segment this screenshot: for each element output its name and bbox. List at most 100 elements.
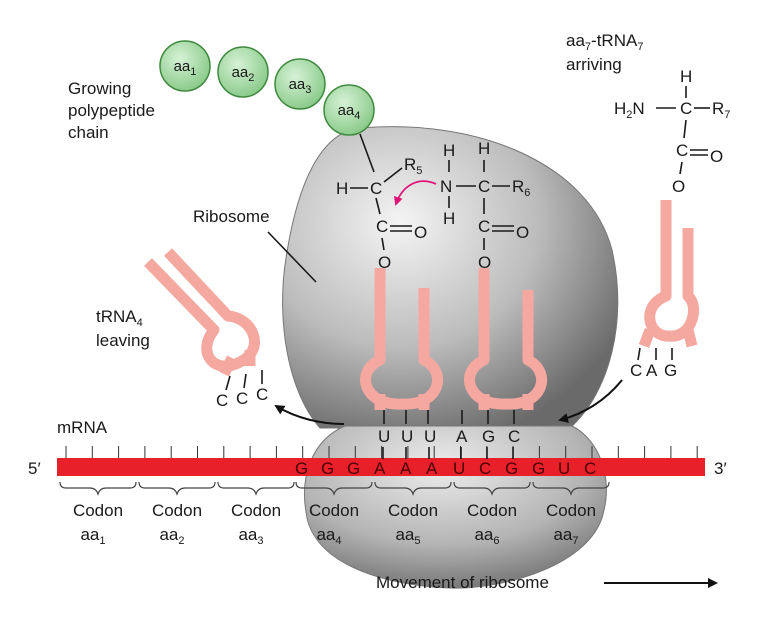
arriving-anticodon: C A G [630,347,677,380]
mrna-base: G [295,459,308,478]
growing-chain-label-1: Growing [68,79,131,98]
peptide-bond-arrow [393,180,437,206]
svg-text:R5: R5 [404,155,422,177]
svg-text:C: C [478,177,490,196]
amino-acid-label: aa3 [289,76,312,96]
anticodon-bonds [383,410,515,424]
svg-text:H: H [336,179,348,198]
svg-text:O: O [672,177,685,196]
codon-label: Codon [546,501,596,520]
codon-aa-label: aa1 [80,525,105,547]
trna-leaving-label-2: leaving [96,331,150,350]
codon-label: Codon [73,501,123,520]
codon-aa-label: aa3 [238,525,263,547]
codon-label: Codon [152,501,202,520]
p-site-anticodon-base: U [401,427,413,446]
five-prime-label: 5′ [28,459,41,478]
ribosome-label: Ribosome [193,207,270,226]
codon-aa-label: aa2 [159,525,184,547]
aa5-structure: H C R5 C O O [336,133,427,272]
svg-text:H: H [478,139,490,158]
trna-leaving [144,248,260,377]
codon-label: Codon [388,501,438,520]
ribosome-large-subunit [282,126,619,429]
mrna-base: A [426,459,438,478]
codon-anticodon-pairs [382,447,514,459]
movement-label: Movement of ribosome [376,573,549,592]
codon-label: Codon [467,501,517,520]
codon-label: Codon [309,501,359,520]
svg-text:H: H [680,67,692,86]
svg-text:H: H [443,141,455,160]
codon-aa-label: aa6 [474,525,499,547]
arriving-anticodon-base: C [630,361,642,380]
mrna-base: A [374,459,386,478]
aa6-structure: H N H C H R6 C O O [440,139,530,272]
leaving-direction-arrow [274,404,345,425]
mrna-base: C [584,459,596,478]
mrna-bases: G G G A A A U C G G U C [295,459,596,478]
leaving-anticodon-base: C [256,385,268,404]
codon-aa-label: aa4 [316,525,341,547]
amino-acid-label: aa2 [232,64,255,84]
arriving-direction-arrow [558,379,623,423]
anticodon-bases: U U U A G C [378,427,520,446]
amino-acid-bead [323,84,375,136]
trna-leaving-label-1: tRNA4 [96,307,143,329]
codon-braces [59,481,610,496]
mrna-base: U [558,459,570,478]
trna-a-site [464,268,548,410]
svg-text:R7: R7 [712,99,730,121]
mrna-base: G [532,459,545,478]
trna-arriving [638,200,700,348]
svg-text:C: C [680,99,692,118]
svg-text:O: O [414,223,427,242]
growing-chain-label-2: polypeptide [68,101,155,120]
codon-aa-label: aa7 [553,525,578,547]
amino-acid-bead [217,46,269,98]
mrna-base: G [505,459,518,478]
svg-text:C: C [478,217,490,236]
amino-acid-label: aa1 [174,58,197,78]
mrna-base: G [347,459,360,478]
amino-acid-bead [159,40,211,92]
svg-text:C: C [370,179,382,198]
svg-text:H2N: H2N [614,99,645,121]
amino-acid-label: aa4 [338,102,361,122]
a-site-anticodon-base: C [508,427,520,446]
leaving-anticodon-base: C [236,389,248,408]
arriving-label-1: aa7-tRNA7 [566,31,643,53]
svg-text:O: O [710,147,723,166]
svg-text:O: O [516,223,529,242]
mrna-base: C [479,459,491,478]
p-site-anticodon-base: U [378,427,390,446]
svg-text:C: C [376,217,388,236]
mrna-strand [57,458,705,476]
svg-text:O: O [378,253,391,272]
polypeptide-chain: aa1 aa2 aa3 aa4 [159,40,375,136]
growing-chain-label-3: chain [68,123,109,142]
codon-label: Codon [231,501,281,520]
mrna-base: A [400,459,412,478]
arriving-anticodon-base: G [664,361,677,380]
three-prime-label: 3′ [714,459,727,478]
mrna-base: U [453,459,465,478]
leaving-anticodon-base: C [216,391,228,410]
arriving-label-2: arriving [566,55,622,74]
a-site-anticodon-base: G [482,427,495,446]
mrna-ticks [65,446,698,458]
amino-acid-bead [274,58,326,110]
svg-text:N: N [440,177,452,196]
mrna-base: G [321,459,334,478]
svg-text:O: O [478,253,491,272]
arriving-anticodon-base: A [646,361,658,380]
codon-aa-label: aa5 [395,525,420,547]
trna-p-site [360,268,444,410]
mrna-label: mRNA [57,418,108,437]
codon-labels: Codon Codon Codon Codon Codon Codon Codo… [73,501,596,547]
svg-text:H: H [443,209,455,228]
a-site-anticodon-base: A [456,427,468,446]
p-site-anticodon-base: U [424,427,436,446]
